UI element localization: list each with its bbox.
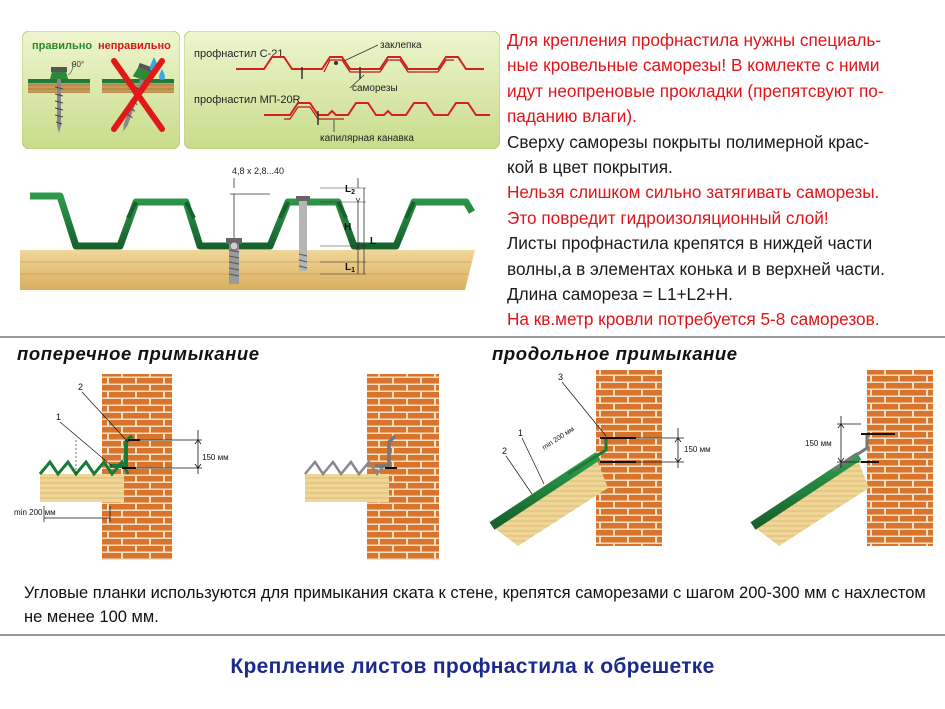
instruction-line: кой в цвет покрытия. — [507, 157, 673, 178]
correct-screw-icon: 90° — [28, 60, 90, 133]
incorrect-screw-icon — [102, 57, 174, 132]
divider-bottom — [0, 634, 945, 636]
transverse-title: поперечное примыкание — [17, 343, 260, 364]
instruction-line: Нельзя слишком сильно затягивать саморез… — [507, 182, 880, 203]
h-label: H — [344, 222, 351, 233]
longitudinal-dim-150b: 150 мм — [805, 439, 832, 448]
page-footer-title: Крепление листов профнастила к обрешетке — [230, 655, 715, 678]
instruction-line: Для крепления профнастила нужны специаль… — [507, 30, 882, 50]
profile-c21-label: профнастил С-21 — [194, 48, 283, 60]
transverse-label-1: 1 — [56, 412, 61, 422]
instruction-line: Длина самореза = L1+L2+H. — [507, 284, 733, 305]
brick-wall — [596, 370, 662, 546]
longitudinal-label-2: 2 — [502, 446, 507, 456]
profile-c21-sheet — [236, 56, 484, 70]
profile-mp20r-label: профнастил МП-20R — [194, 94, 301, 106]
instruction-line: Сверху саморезы покрыты полимерной крас- — [507, 131, 870, 152]
longitudinal-diagram-2: 150 мм — [750, 370, 933, 546]
corrugated-sheet — [304, 459, 386, 477]
corrugated-sheet — [38, 459, 130, 477]
instructions-text: Для крепления профнастила нужны специаль… — [507, 28, 942, 333]
svg-text:L2: L2 — [345, 184, 355, 196]
instruction-line: Это повредит гидроизоляционный слой! — [507, 207, 829, 228]
l2-subscript: 2 — [351, 189, 355, 196]
transverse-label-2: 2 — [78, 382, 83, 392]
corner-flashing — [567, 438, 608, 476]
longitudinal-min-200: min 200 мм — [541, 426, 576, 452]
instruction-line: волны,а в элементах конька и в верхней ч… — [507, 258, 885, 279]
profile-mp20r-sheet — [264, 102, 490, 116]
longitudinal-dim-150a: 150 мм — [684, 445, 711, 454]
l1-label: L — [345, 262, 351, 273]
wooden-rafter — [753, 458, 869, 546]
valley-screw-icon — [226, 238, 242, 284]
divider-top — [0, 336, 945, 338]
transverse-dim-150: 150 мм — [202, 453, 229, 462]
longitudinal-label-3: 3 — [558, 372, 563, 382]
profile-sheets-panel: профнастил С-21 заклепка саморезы профна… — [184, 31, 500, 149]
brick-wall — [867, 370, 933, 546]
svg-text:L1: L1 — [345, 262, 355, 274]
instruction-line: паданию влаги). — [507, 106, 637, 127]
angle-label: 90° — [72, 60, 84, 69]
wooden-rafter — [40, 474, 124, 502]
longitudinal-label-1: 1 — [518, 428, 523, 438]
profile-dimension-drawing: 4,8 х 2,8...40 L2 H L L1 — [20, 166, 476, 290]
incorrect-label: неправильно — [98, 40, 171, 52]
reference-screw-icon — [296, 196, 310, 271]
instruction-line: идут неопреновые прокладки (препятсвуют … — [507, 80, 884, 101]
corner-flashing — [375, 434, 397, 468]
capillary-label: капилярная канавка — [320, 133, 414, 144]
l-label: L — [370, 236, 376, 247]
wooden-rafter — [492, 458, 608, 546]
correct-label: правильно — [32, 40, 92, 52]
instruction-line: Листы профнастила крепятся в ниждей част… — [507, 233, 873, 254]
corner-strips-note: Угловые планки используются для примыкан… — [24, 584, 926, 626]
longitudinal-title: продольное примыкание — [492, 343, 738, 364]
green-profile-sheet — [30, 192, 476, 250]
corner-flashing — [832, 434, 869, 472]
l1-subscript: 1 — [351, 267, 355, 274]
transverse-diagram-1: 150 мм 2 1 min 200 мм — [14, 374, 229, 560]
screws-label: саморезы — [352, 83, 398, 94]
screw-size-label: 4,8 х 2,8...40 — [232, 166, 284, 176]
longitudinal-diagram-1: 150 мм 3 1 2 min 200 мм — [489, 370, 711, 546]
instruction-line: ные кровельные саморезы! В комлекте с ни… — [507, 55, 880, 76]
l2-label: L — [345, 184, 351, 195]
screw-correctness-panel: правильно неправильно 90° — [22, 31, 180, 149]
wooden-rafter — [305, 474, 389, 502]
transverse-min-200: min 200 мм — [14, 508, 56, 517]
transverse-diagram-2 — [304, 374, 439, 560]
instruction-line: На кв.метр кровли потребуется 5-8 саморе… — [507, 309, 880, 330]
rivet-label: заклепка — [380, 40, 422, 51]
wooden-batten — [20, 250, 475, 290]
